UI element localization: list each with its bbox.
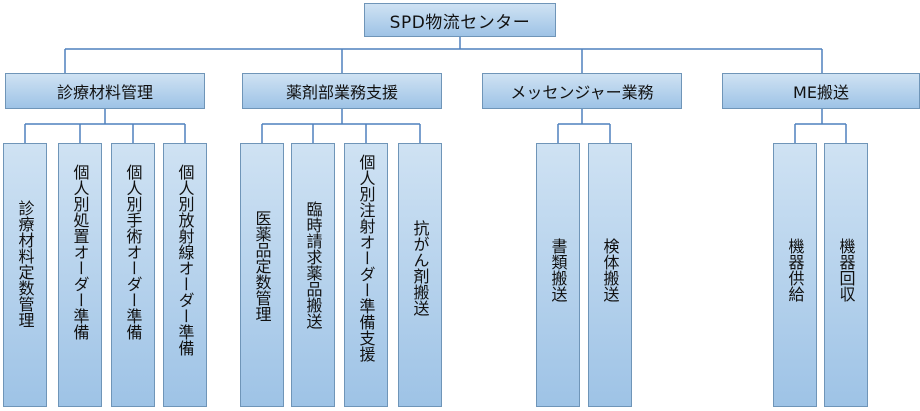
category-node-1: 診療材料管理	[5, 73, 205, 109]
leaf-node: 個人別処置オーダー準備	[58, 143, 102, 407]
leaf-node: 臨時請求薬品搬送	[291, 143, 335, 407]
category-node-3: メッセンジャー業務	[482, 73, 682, 109]
category-node-4: ME搬送	[722, 73, 920, 109]
leaf-label: 機器回収	[836, 238, 856, 302]
leaf-label: 個人別手術オーダー準備	[123, 164, 143, 340]
leaf-label: 個人別処置オーダー準備	[70, 164, 90, 340]
leaf-label: 個人別注射オーダー準備支援	[356, 154, 376, 362]
category-label: 薬剤部業務支援	[285, 83, 398, 102]
leaf-node: 検体搬送	[588, 143, 632, 407]
leaf-label: 医薬品定数管理	[252, 210, 272, 322]
leaf-label: 機器供給	[785, 238, 805, 302]
category-label: 診療材料管理	[56, 83, 153, 102]
leaf-node: 医薬品定数管理	[240, 143, 284, 407]
category-label: メッセンジャー業務	[510, 83, 654, 102]
category-node-2: 薬剤部業務支援	[242, 73, 442, 109]
leaf-label: 臨時請求薬品搬送	[303, 201, 323, 329]
leaf-node: 機器回収	[824, 143, 868, 407]
leaf-node: 抗がん剤搬送	[398, 143, 442, 407]
leaf-label: 検体搬送	[600, 238, 620, 302]
leaf-node: 個人別放射線オーダー準備	[163, 143, 207, 407]
leaf-node: 診療材料定数管理	[3, 143, 47, 407]
leaf-label: 個人別放射線オーダー準備	[175, 164, 195, 356]
leaf-label: 書類搬送	[548, 238, 568, 302]
root-label: SPD物流センター	[389, 12, 531, 33]
leaf-node: 書類搬送	[536, 143, 580, 407]
category-label: ME搬送	[793, 83, 849, 102]
leaf-label: 抗がん剤搬送	[410, 220, 430, 316]
leaf-node: 個人別手術オーダー準備	[111, 143, 155, 407]
leaf-label: 診療材料定数管理	[15, 200, 35, 328]
root-node: SPD物流センター	[364, 3, 556, 37]
leaf-node: 機器供給	[773, 143, 817, 407]
leaf-node: 個人別注射オーダー準備支援	[344, 143, 388, 407]
